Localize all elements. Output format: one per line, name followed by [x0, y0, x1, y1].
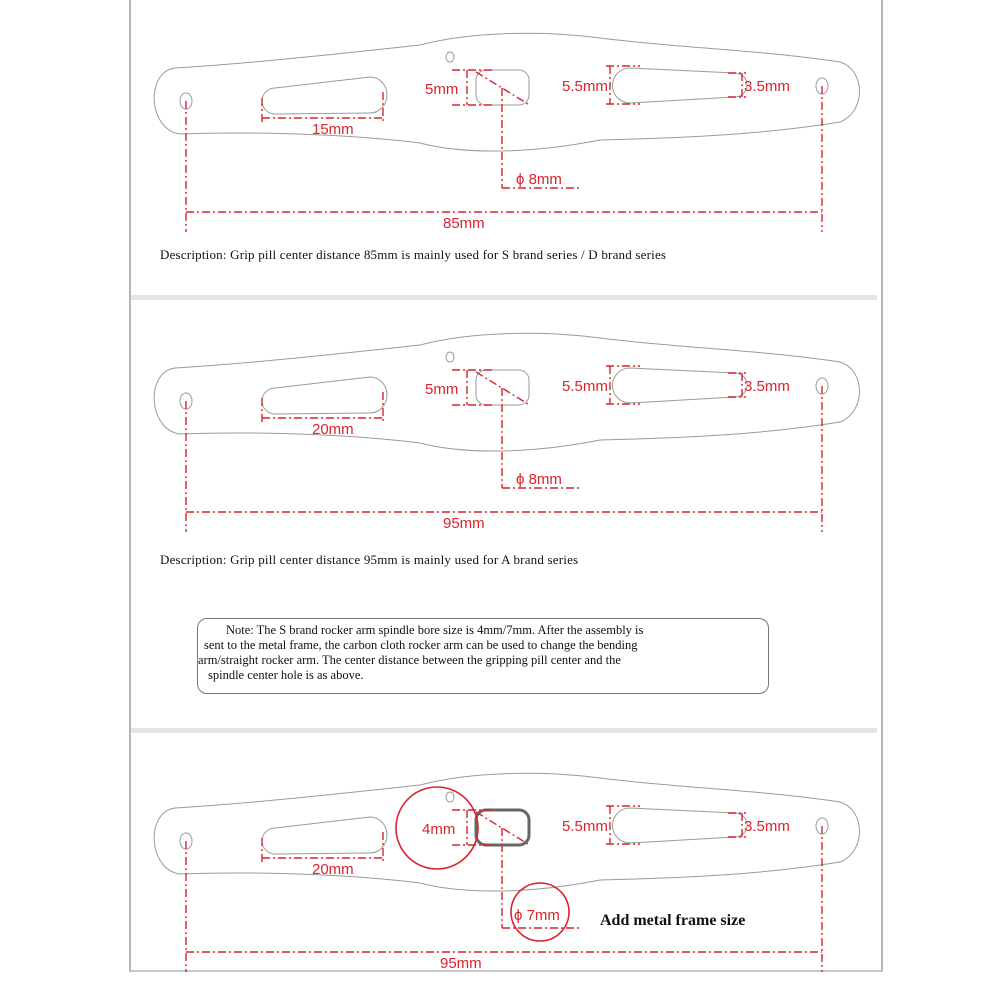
- small-hole: [445, 791, 455, 803]
- note-line: Note: The S brand rocker arm spindle bor…: [226, 623, 644, 637]
- diagram-frame: [129, 0, 883, 972]
- rect-height-label: 4mm: [422, 821, 455, 838]
- right-slot-big-label: 5.5mm: [562, 78, 608, 95]
- right-slot-small-label: 3.5mm: [744, 78, 790, 95]
- panel-divider: [131, 728, 877, 733]
- right-slot: [612, 807, 748, 844]
- small-hole: [445, 51, 455, 63]
- slot-length-label: 15mm: [312, 121, 354, 138]
- metal-frame-caption: Add metal frame size: [600, 912, 746, 929]
- arm-outline: [153, 772, 860, 892]
- diagonal-line: [475, 371, 529, 405]
- center-distance-label: 85mm: [443, 215, 485, 232]
- description-85mm: Description: Grip pill center distance 8…: [160, 247, 667, 262]
- note-line: arm/straight rocker arm. The center dist…: [198, 653, 621, 667]
- right-slot-big-label: 5.5mm: [562, 378, 608, 395]
- right-slot-small-label: 3.5mm: [744, 818, 790, 835]
- center-distance-label: 95mm: [440, 955, 482, 972]
- highlight-circle-4mm: [395, 786, 479, 870]
- panel-divider: [131, 295, 877, 300]
- right-slot-big-label: 5.5mm: [562, 818, 608, 835]
- rocker-arm-85mm: 15mm 5mm 5.5mm 3.5mm ϕ 8mm 85mm: [153, 32, 860, 232]
- diagonal-line: [475, 71, 529, 105]
- slot-length-label: 20mm: [312, 861, 354, 878]
- left-slot: [261, 376, 388, 415]
- highlight-circle-7mm: [510, 882, 570, 942]
- bore-label: ϕ 8mm: [516, 471, 562, 488]
- note-line: sent to the metal frame, the carbon clot…: [204, 638, 638, 652]
- right-slot: [612, 67, 748, 104]
- bore-label: ϕ 8mm: [516, 171, 562, 188]
- right-slot-small-label: 3.5mm: [744, 378, 790, 395]
- left-slot: [261, 816, 388, 855]
- right-slot: [612, 367, 748, 404]
- diagonal-line: [475, 811, 529, 845]
- arm-outline: [153, 332, 860, 452]
- bore-label: ϕ 7mm: [514, 907, 560, 924]
- small-hole: [445, 351, 455, 363]
- slot-length-label: 20mm: [312, 421, 354, 438]
- arm-outline: [153, 32, 860, 152]
- note-box: Note: The S brand rocker arm spindle bor…: [197, 618, 769, 694]
- description-95mm: Description: Grip pill center distance 9…: [160, 552, 579, 567]
- rect-height-label: 5mm: [425, 81, 458, 98]
- note-line: spindle center hole is as above.: [208, 668, 364, 682]
- rect-height-label: 5mm: [425, 381, 458, 398]
- left-slot: [261, 76, 388, 115]
- center-distance-label: 95mm: [443, 515, 485, 532]
- rocker-arm-95mm: 20mm 5mm 5.5mm 3.5mm ϕ 8mm 95mm: [153, 332, 860, 532]
- rocker-arm-metal-frame: 20mm 4mm 5.5mm 3.5mm ϕ 7mm 95mm: [153, 772, 860, 972]
